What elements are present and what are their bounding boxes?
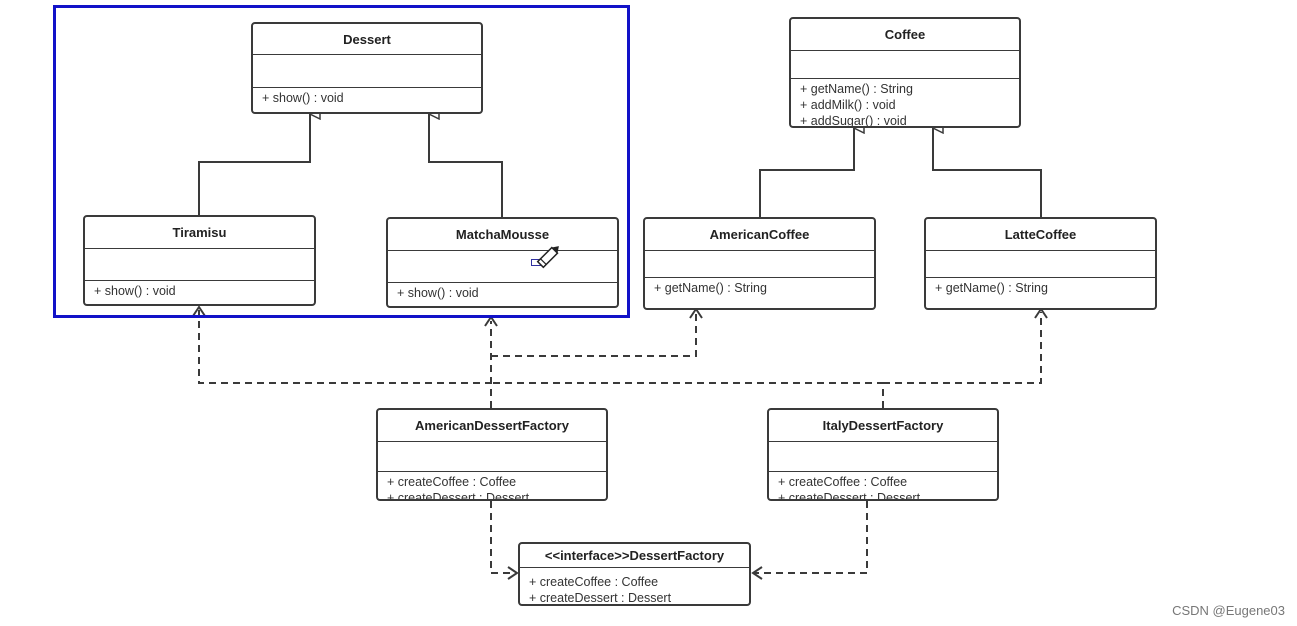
- arrowhead-interface-left: [507, 566, 519, 580]
- class-operations: + show() : void: [253, 88, 481, 106]
- class-operations: + show() : void: [85, 281, 314, 299]
- operation: + getName() : String: [935, 281, 1048, 295]
- class-name: <<interface>>DessertFactory: [520, 544, 749, 568]
- realize-italy-interface: [754, 501, 868, 574]
- operation: + createDessert : Dessert: [529, 591, 672, 605]
- gen-americancoffee-coffee: [759, 128, 854, 217]
- class-name: ItalyDessertFactory: [769, 410, 997, 442]
- arrowhead-interface-right: [751, 566, 763, 580]
- class-name: LatteCoffee: [926, 219, 1155, 251]
- dep-italy-lattecoffee: [883, 312, 1042, 384]
- gen-lattecoffee-coffee: [932, 128, 1042, 217]
- class-name: Dessert: [253, 24, 481, 55]
- class-attributes: [85, 249, 314, 281]
- operation: + addMilk() : void: [800, 98, 896, 112]
- class-name: AmericanDessertFactory: [378, 410, 606, 442]
- class-operations: + createCoffee : Coffee + createDessert …: [378, 472, 606, 501]
- class-attributes: [926, 251, 1155, 278]
- operation: + getName() : String: [800, 82, 913, 96]
- class-operations: + createCoffee : Coffee + createDessert …: [769, 472, 997, 501]
- dep-american-tiramisu: [198, 310, 492, 408]
- dep-american-americancoffee: [491, 312, 697, 357]
- tiramisu-class[interactable]: Tiramisu + show() : void: [83, 215, 316, 306]
- operation: + getName() : String: [654, 281, 767, 295]
- class-attributes: [645, 251, 874, 278]
- class-name: AmericanCoffee: [645, 219, 874, 251]
- dessert-class[interactable]: Dessert + show() : void: [251, 22, 483, 114]
- arrowhead-tiramisu: [192, 305, 206, 317]
- dep-italy-matcha: [491, 382, 884, 408]
- arrowhead-lattecoffee: [1034, 307, 1048, 319]
- matchamousse-class[interactable]: MatchaMousse + show() : void: [386, 217, 619, 308]
- operation: + createDessert : Dessert: [778, 491, 921, 501]
- class-operations: + getName() : String: [645, 278, 874, 296]
- watermark: CSDN @Eugene03: [1172, 603, 1285, 618]
- gen-matcha-dessert: [428, 114, 503, 217]
- class-name: Tiramisu: [85, 217, 314, 249]
- dessertfactory-interface[interactable]: <<interface>>DessertFactory + createCoff…: [518, 542, 751, 606]
- operation: + addSugar() : void: [800, 114, 907, 128]
- class-operations: + getName() : String + addMilk() : void …: [791, 79, 1019, 128]
- operation: + createDessert : Dessert: [387, 491, 530, 501]
- operation: + createCoffee : Coffee: [387, 475, 517, 489]
- pencil-cursor-icon: [536, 246, 559, 269]
- americancoffee-class[interactable]: AmericanCoffee + getName() : String: [643, 217, 876, 310]
- class-operations: + createCoffee : Coffee + createDessert …: [520, 568, 749, 605]
- operation: + show() : void: [397, 286, 479, 300]
- class-operations: + getName() : String: [926, 278, 1155, 296]
- realize-american-interface: [490, 501, 515, 574]
- class-attributes: [253, 55, 481, 88]
- lattecoffee-class[interactable]: LatteCoffee + getName() : String: [924, 217, 1157, 310]
- gen-tiramisu-dessert: [198, 114, 310, 215]
- class-name: Coffee: [791, 19, 1019, 51]
- class-name: MatchaMousse: [388, 219, 617, 251]
- class-attributes: [769, 442, 997, 472]
- operation: + createCoffee : Coffee: [529, 575, 659, 589]
- class-attributes: [378, 442, 606, 472]
- class-attributes: [791, 51, 1019, 79]
- class-operations: + show() : void: [388, 283, 617, 301]
- italydessertfactory-class[interactable]: ItalyDessertFactory + createCoffee : Cof…: [767, 408, 999, 501]
- coffee-class[interactable]: Coffee + getName() : String + addMilk() …: [789, 17, 1021, 128]
- americandessertfactory-class[interactable]: AmericanDessertFactory + createCoffee : …: [376, 408, 608, 501]
- class-attributes: [388, 251, 617, 283]
- operation: + createCoffee : Coffee: [778, 475, 908, 489]
- operation: + show() : void: [94, 284, 176, 298]
- operation: + show() : void: [262, 91, 344, 105]
- selection-highlight: [53, 5, 630, 318]
